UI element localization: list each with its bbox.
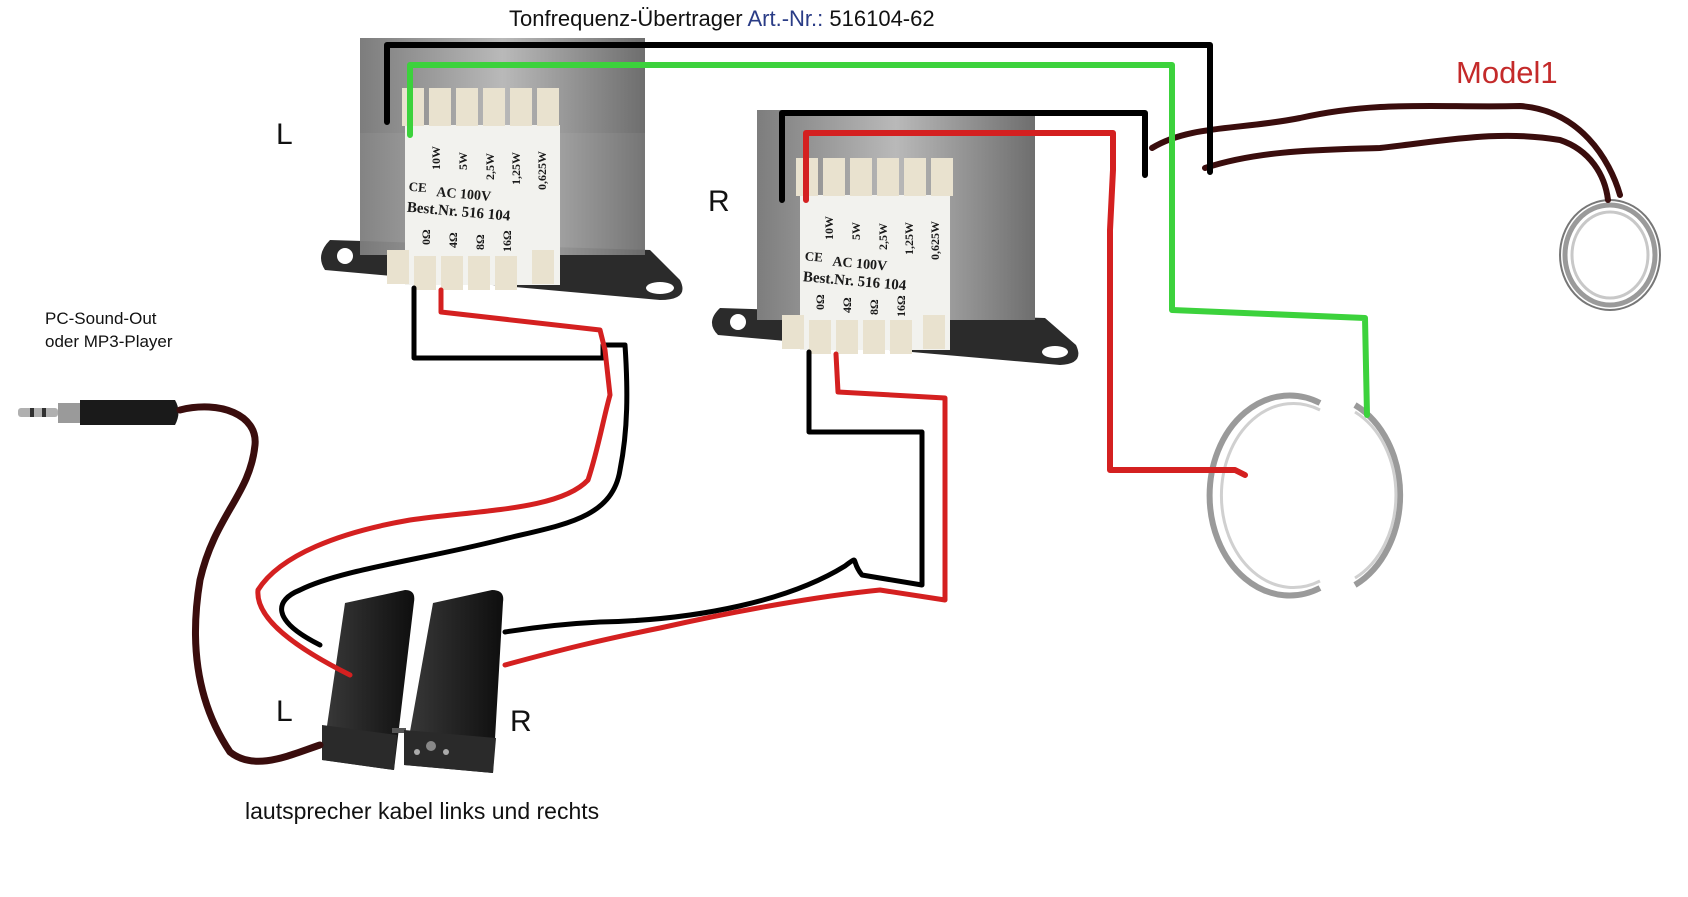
wire-black-left-top — [384, 42, 1213, 175]
wire-red-left-bottom — [255, 287, 613, 678]
tap-top-0: 10W — [429, 146, 443, 170]
ring-lower — [1206, 392, 1404, 599]
mount-hole — [1042, 346, 1068, 358]
speaker-right — [404, 590, 504, 773]
tap-top-4: 0,625W — [928, 221, 942, 260]
top-terminals — [402, 88, 559, 126]
source-label-line1: PC-Sound-Out — [45, 309, 157, 328]
tap-bottom-1: 4Ω — [446, 232, 460, 248]
tap-top-4: 0,625W — [535, 151, 549, 190]
audio-jack-plug — [18, 400, 179, 425]
tap-bottom-2: 8Ω — [867, 299, 881, 315]
ce-mark: CE — [804, 248, 823, 265]
tap-bottom-1: 4Ω — [840, 297, 854, 313]
tap-top-1: 5W — [849, 222, 863, 240]
top-terminals — [796, 158, 953, 196]
wire-brown-model-upper — [1149, 102, 1623, 198]
ring-upper — [1559, 199, 1661, 311]
speaker-right-label: R — [510, 705, 532, 738]
speaker-left-label: L — [276, 695, 293, 728]
transformer-right: 10W 5W 2,5W 1,25W 0,625W CE AC 100V Best… — [711, 110, 1079, 365]
wire-black-right-bottom — [502, 349, 925, 635]
tap-bottom-3: 16Ω — [894, 295, 908, 317]
tap-top-1: 5W — [456, 152, 470, 170]
title-prefix: Tonfrequenz-Übertrager — [509, 6, 743, 31]
tap-bottom-3: 16Ω — [500, 230, 514, 252]
tap-top-0: 10W — [822, 216, 836, 240]
voltage-label: AC 100V — [436, 185, 492, 205]
tap-top-3: 1,25W — [902, 222, 916, 255]
bottom-terminals — [387, 250, 554, 290]
wire-black-right-top — [779, 110, 1148, 203]
mount-hole — [337, 248, 353, 264]
mount-hole — [646, 282, 674, 294]
transformer-right-label: R — [708, 185, 730, 218]
tap-top-2: 2,5W — [876, 223, 890, 250]
speaker-left — [322, 590, 415, 770]
mount-hole — [730, 314, 746, 330]
speaker-caption: lautsprecher kabel links und rechts — [245, 798, 600, 824]
tap-top-3: 1,25W — [509, 152, 523, 185]
transformer-left-label: L — [276, 118, 293, 151]
wire-red-right-top — [803, 130, 1248, 478]
tap-bottom-2: 8Ω — [473, 234, 487, 250]
wire-green — [407, 62, 1370, 418]
tap-top-2: 2,5W — [483, 153, 497, 180]
wire-black-left-bottom — [279, 285, 630, 648]
tap-bottom-0: 0Ω — [419, 229, 433, 245]
tap-bottom-0: 0Ω — [813, 294, 827, 310]
wire-brown-source — [176, 403, 324, 765]
title-art-number: 516104-62 — [829, 6, 935, 31]
model-label: Model1 — [1456, 55, 1558, 90]
wire-brown-model-lower — [1202, 132, 1611, 203]
wire-red-right-bottom — [502, 351, 948, 668]
source-label-line2: oder MP3-Player — [45, 332, 173, 351]
title-art-label: Art.-Nr.: — [747, 6, 824, 31]
bottom-terminals — [782, 315, 945, 354]
transformer-left: 10W 5W 2,5W 1,25W 0,625W CE AC 100V Best… — [321, 38, 683, 300]
voltage-label: AC 100V — [832, 255, 888, 275]
ce-mark: CE — [408, 179, 427, 196]
diagram-title: Tonfrequenz-Übertrager Art.-Nr.: 516104-… — [509, 6, 935, 32]
